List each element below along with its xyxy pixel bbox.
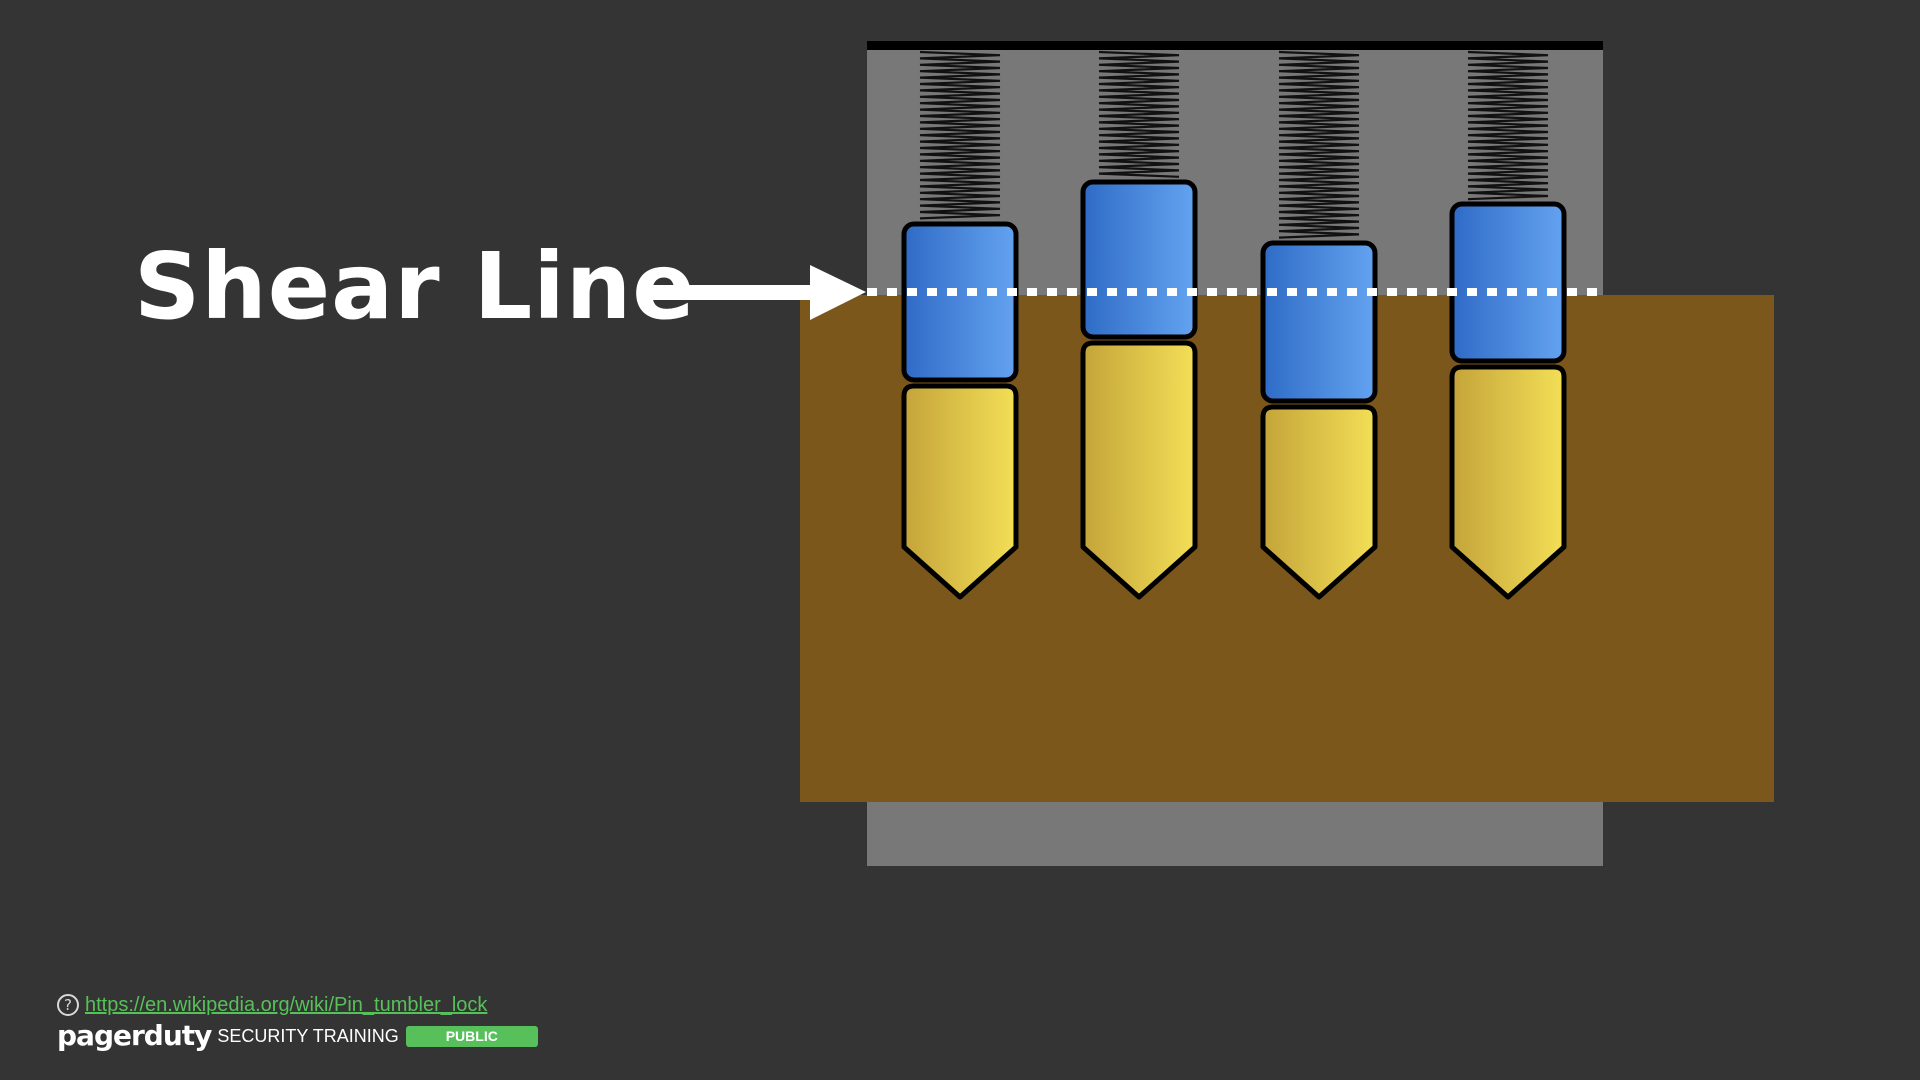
source-reference: ? https://en.wikipedia.org/wiki/Pin_tumb… [57,990,487,1020]
pin-2-key [1080,340,1198,600]
footer-brand: pagerduty SECURITY TRAINING PUBLIC [57,1020,538,1052]
pin-2-driver [1080,179,1198,340]
pin-4-driver [1449,201,1567,364]
pin-4-spring [1467,50,1549,201]
security-training-label: SECURITY TRAINING [217,1025,399,1046]
pagerduty-logo: pagerduty [57,1019,212,1052]
source-link[interactable]: https://en.wikipedia.org/wiki/Pin_tumble… [85,993,488,1016]
pin-3-driver [1260,240,1378,404]
housing-top-edge [867,41,1603,50]
pin-3-spring [1278,50,1360,239]
public-badge: PUBLIC [405,1025,538,1047]
pin-1-spring [919,50,1001,220]
pin-2-spring [1098,50,1180,178]
pins [901,179,1567,600]
shear-line-title: Shear Line [134,233,696,340]
pin-4-key [1449,364,1567,600]
pin-3-key [1260,404,1378,600]
arrow-right-icon [643,265,866,320]
question-circle-icon: ? [57,994,79,1016]
pin-1-key [901,383,1019,600]
pin-1-driver [901,221,1019,383]
springs [919,50,1549,239]
